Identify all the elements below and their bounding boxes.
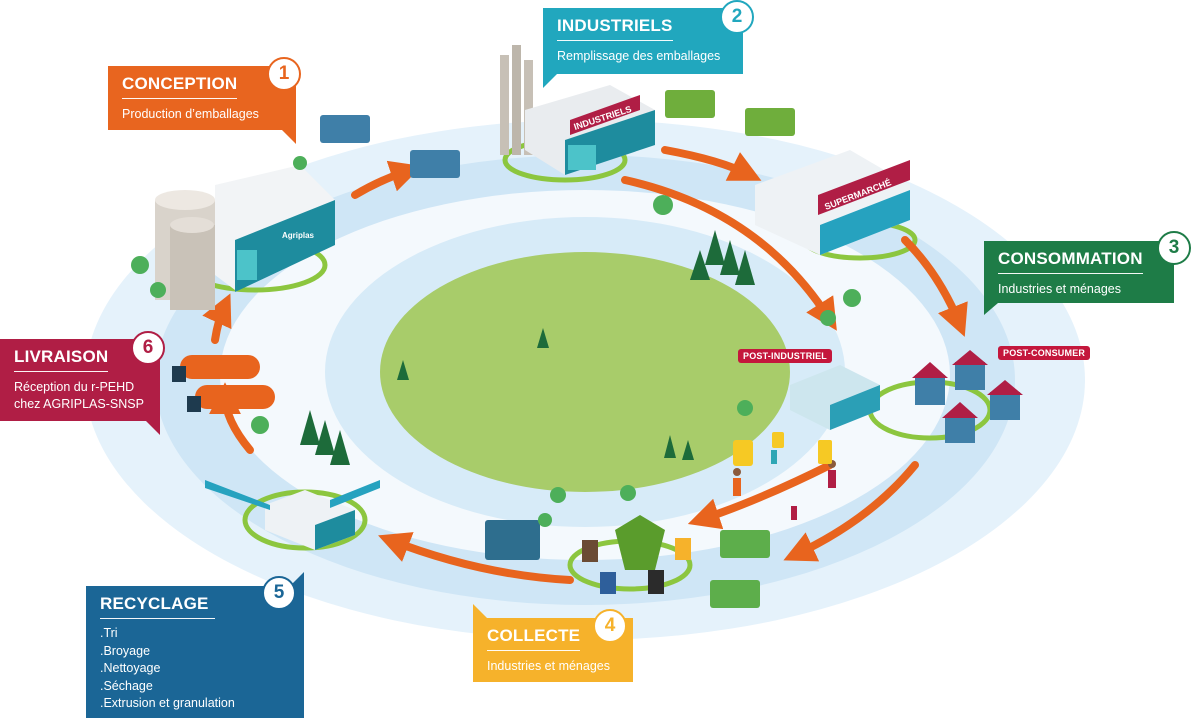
collection-bins bbox=[582, 515, 691, 594]
step-collecte-subtitle: Industries et ménages bbox=[487, 659, 610, 673]
recyclage-step: .Séchage bbox=[100, 678, 153, 693]
step-livraison-subtitle-line1: Réception du r-PEHD bbox=[14, 380, 135, 394]
houses bbox=[912, 350, 1023, 443]
step-industriels-tail bbox=[543, 74, 557, 88]
step-livraison-tail bbox=[146, 421, 160, 435]
step-collecte-title: COLLECTE bbox=[487, 626, 581, 651]
pine-trees bbox=[300, 230, 755, 465]
step-industriels-number: 2 bbox=[720, 0, 754, 34]
step-consommation-number: 3 bbox=[1157, 231, 1191, 265]
recyclage-step: .Extrusion et granulation bbox=[100, 696, 235, 710]
step-conception-tail bbox=[282, 130, 296, 144]
warehouses bbox=[790, 365, 880, 430]
recyclage-steps-list: .Tri .Broyage .Nettoyage .Séchage .Extru… bbox=[100, 625, 290, 713]
step-conception-subtitle: Production d’emballages bbox=[122, 107, 259, 121]
post-industriel-tag: POST-INDUSTRIEL bbox=[738, 349, 833, 363]
recyclage-step: .Tri bbox=[100, 626, 118, 640]
step-industriels-title: INDUSTRIELS bbox=[557, 16, 673, 41]
recyclage-step: .Broyage bbox=[100, 643, 151, 658]
industrial-plant: INDUSTRIELS bbox=[500, 45, 655, 175]
step-recyclage-number: 5 bbox=[262, 576, 296, 610]
step-livraison-subtitle: Réception du r-PEHD chez AGRIPLAS-SNSP bbox=[14, 379, 146, 413]
step-livraison-card: LIVRAISON Réception du r-PEHD chez AGRIP… bbox=[0, 339, 160, 421]
step-livraison-subtitle-line2: chez AGRIPLAS-SNSP bbox=[14, 397, 144, 411]
flow-arrows bbox=[202, 146, 968, 584]
step-collecte-number: 4 bbox=[593, 609, 627, 643]
step-recyclage-card: RECYCLAGE .Tri .Broyage .Nettoyage .Séch… bbox=[86, 586, 304, 718]
step-conception-title: CONCEPTION bbox=[122, 74, 238, 99]
recycling-plant bbox=[205, 480, 380, 550]
step-conception-number: 1 bbox=[267, 57, 301, 91]
step-livraison-number: 6 bbox=[131, 331, 165, 365]
step-livraison-title: LIVRAISON bbox=[14, 347, 109, 372]
step-collecte-tail bbox=[473, 604, 487, 618]
tanker-trucks bbox=[172, 355, 275, 412]
step-conception-card: CONCEPTION Production d’emballages bbox=[108, 66, 296, 130]
step-recyclage-tail bbox=[290, 572, 304, 586]
recyclage-step: .Nettoyage bbox=[100, 661, 161, 675]
step-industriels-subtitle: Remplissage des emballages bbox=[557, 49, 721, 63]
post-consumer-tag: POST-CONSUMER bbox=[998, 346, 1091, 360]
yellow-jerrycans bbox=[733, 432, 832, 466]
step-consommation-card: CONSOMMATION Industries et ménages bbox=[984, 241, 1174, 303]
step-consommation-subtitle: Industries et ménages bbox=[998, 282, 1121, 296]
factory-building: Agriplas bbox=[155, 165, 335, 310]
trees bbox=[131, 156, 861, 527]
factory-logo: Agriplas bbox=[282, 231, 315, 240]
step-recyclage-title: RECYCLAGE bbox=[100, 594, 215, 619]
delivery-trucks bbox=[320, 90, 795, 608]
step-industriels-card: INDUSTRIELS Remplissage des emballages bbox=[543, 8, 743, 74]
supermarket: SUPERMARCHÉ bbox=[755, 150, 910, 255]
center-field bbox=[380, 252, 790, 492]
step-consommation-tail bbox=[984, 303, 998, 315]
step-consommation-title: CONSOMMATION bbox=[998, 249, 1143, 274]
